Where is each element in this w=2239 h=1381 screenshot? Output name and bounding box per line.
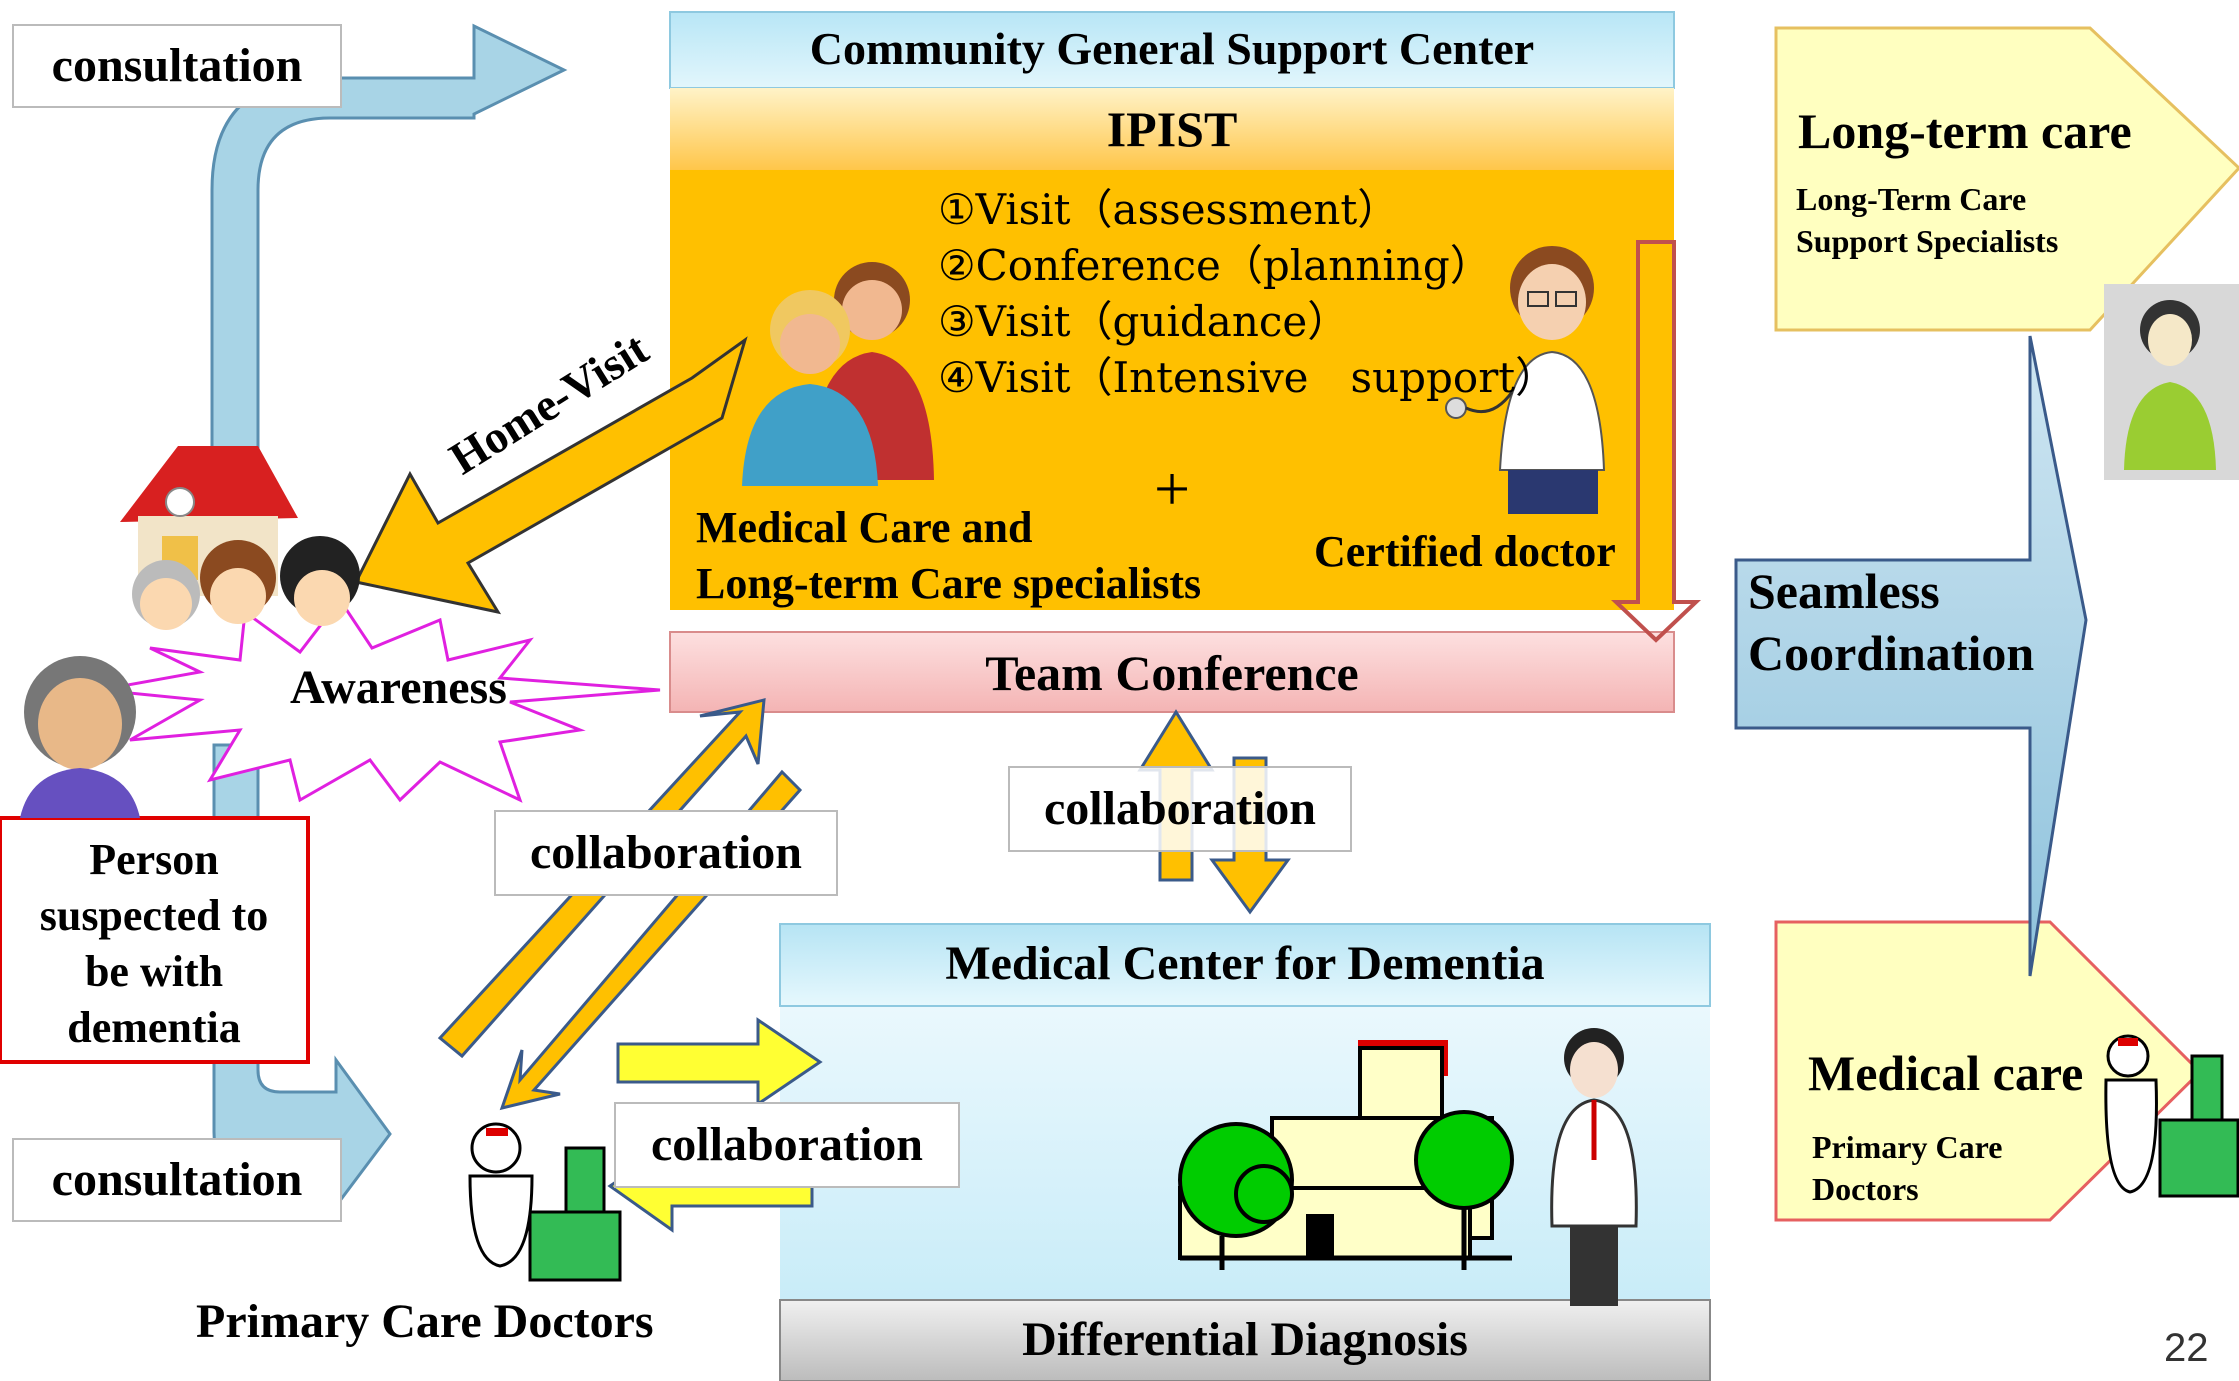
person-line-4: dementia <box>67 1003 241 1052</box>
ipist-title: IPIST <box>1106 101 1238 157</box>
ipist-header-box <box>670 88 1674 170</box>
longterm-care-sub-line2: Support Specialists <box>1796 223 2059 259</box>
seamless-line2: Coordination <box>1748 625 2035 681</box>
consultation-bottom-label: consultation <box>12 1138 342 1222</box>
team-conference-label: Team Conference <box>985 645 1359 701</box>
specialists-label-line2: Long-term Care specialists <box>696 559 1202 608</box>
specialists-icon <box>742 262 934 486</box>
cgsc-header-box <box>669 11 1675 89</box>
plus-sign: + <box>1154 453 1191 524</box>
longterm-care-title: Long-term care <box>1798 103 2132 159</box>
longterm-care-sub-line1: Long-Term Care <box>1796 181 2027 217</box>
primary-care-doctors-icon <box>468 1122 622 1282</box>
collaboration-bottom-label: collaboration <box>614 1102 960 1188</box>
specialists-label-line1: Medical Care and <box>696 503 1033 552</box>
step-item: ③Visit（guidance） <box>938 297 1350 346</box>
differential-diagnosis-box <box>779 1299 1711 1381</box>
collab-yellow-arrow-right <box>616 1017 823 1107</box>
certified-doctor-icon <box>1445 246 1606 514</box>
mcd-header-box <box>779 923 1711 1007</box>
seamless-coordination-label: Seamless Coordination <box>1748 560 2034 684</box>
page-number: 22 <box>2164 1326 2209 1370</box>
specialists-label: Medical Care and Long-term Care speciali… <box>696 500 1201 612</box>
awareness-label: Awareness <box>290 661 507 714</box>
person-line-2: suspected to <box>39 891 269 940</box>
medical-care-title: Medical care <box>1808 1045 2084 1101</box>
step-item: ④Visit（Intensive support） <box>938 353 1558 402</box>
person-line-1: Person <box>89 835 219 884</box>
caregiver-icon <box>2124 300 2216 470</box>
longterm-care-pentagon <box>1774 26 2239 332</box>
awareness-burst <box>99 597 661 803</box>
step-item: ①Visit（assessment） <box>938 185 1400 234</box>
medical-care-subtitle: Primary Care Doctors <box>1812 1126 2002 1210</box>
collaboration-center-label: collaboration <box>1008 766 1352 852</box>
ipist-steps-list: ①Visit（assessment） ②Conference（planning）… <box>938 182 1557 406</box>
seamless-line1: Seamless <box>1748 563 1940 619</box>
hospital-icon <box>1178 1040 1514 1270</box>
medical-care-sub-line1: Primary Care <box>1812 1129 2003 1165</box>
mcd-title: Medical Center for Dementia <box>945 937 1545 990</box>
medical-care-sub-line2: Doctors <box>1812 1171 1919 1207</box>
consultation-top-arrow-shape <box>210 23 568 452</box>
consultation-top-label: consultation <box>12 24 342 108</box>
elderly-person-icon <box>20 656 140 818</box>
medical-care-doctor-icon <box>2104 1034 2239 1198</box>
longterm-care-subtitle: Long-Term Care Support Specialists <box>1796 178 2058 262</box>
step-item: ②Conference（planning） <box>938 241 1492 290</box>
seamless-coordination-arrow <box>1734 335 2088 977</box>
certified-doctor-label: Certified doctor <box>1314 527 1616 576</box>
dementia-specialist-icon <box>1550 1028 1638 1306</box>
collaboration-left-label: collaboration <box>494 810 838 896</box>
down-arrow-outline <box>1610 240 1702 643</box>
person-suspected-box <box>0 816 310 1064</box>
person-line-3: be with <box>84 947 224 996</box>
primary-care-doctors-label: Primary Care Doctors <box>196 1295 654 1348</box>
team-conference-box <box>669 631 1675 713</box>
differential-diagnosis-label: Differential Diagnosis <box>1022 1313 1468 1366</box>
family-icon <box>132 536 360 630</box>
person-suspected-label: Person suspected to be with dementia <box>0 832 308 1056</box>
cgsc-title: Community General Support Center <box>809 23 1535 74</box>
